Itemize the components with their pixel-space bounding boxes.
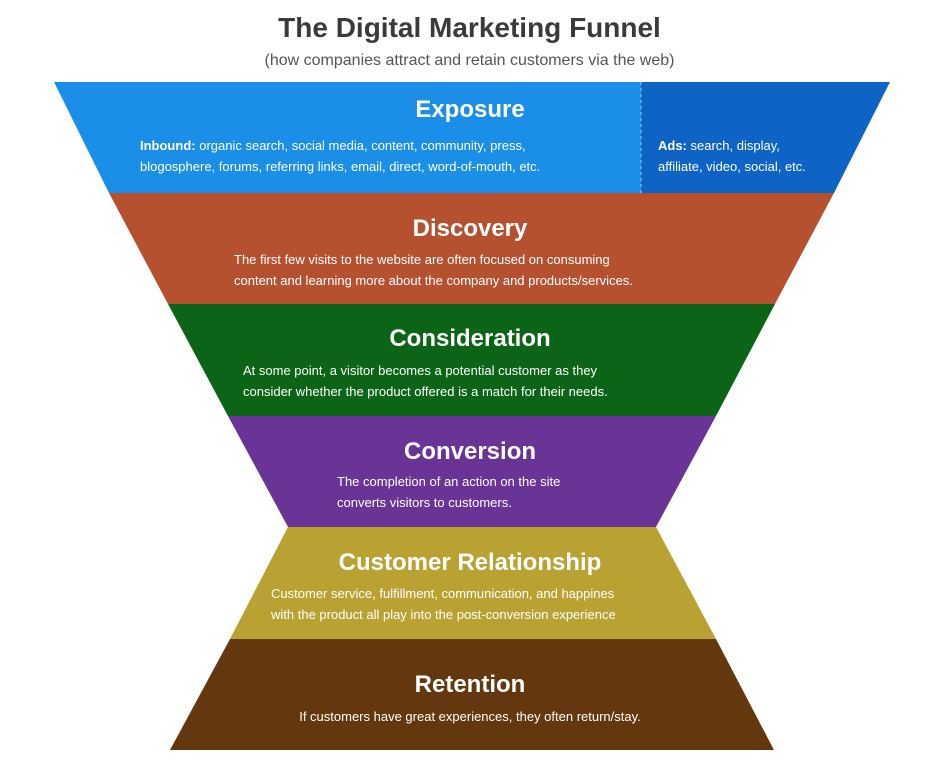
stage-customer-relationship-line-1: Customer service, fulfillment, communica… — [271, 586, 615, 601]
stage-consideration: Consideration At some point, a visitor b… — [0, 304, 939, 416]
stage-conversion: Conversion The completion of an action o… — [0, 416, 939, 527]
stage-consideration-shape — [168, 304, 775, 416]
stage-customer-relationship: Customer Relationship Customer service, … — [0, 527, 939, 639]
inbound-line-1: organic search, social media, content, c… — [199, 138, 526, 153]
stage-exposure: Exposure Inbound: organic search, social… — [0, 82, 939, 193]
page-title: The Digital Marketing Funnel — [278, 12, 661, 43]
stage-conversion-title: Conversion — [403, 438, 537, 465]
ads-line-2: affiliate, video, social, etc. — [658, 159, 806, 174]
stage-retention-title: Retention — [414, 671, 526, 698]
stage-exposure-ads-text: Ads: search, display, affiliate, video, … — [658, 135, 806, 177]
stage-retention: Retention If customers have great experi… — [0, 639, 939, 750]
inbound-line-2: blogosphere, forums, referring links, em… — [140, 159, 541, 174]
stage-conversion-line-1: The completion of an action on the site — [337, 474, 561, 489]
stage-customer-relationship-line-2: with the product all play into the post-… — [271, 607, 616, 622]
stage-consideration-text: At some point, a visitor becomes a poten… — [243, 360, 608, 402]
stage-conversion-shape — [228, 416, 716, 527]
ads-label: Ads: — [658, 138, 687, 153]
stage-conversion-text: The completion of an action on the site … — [337, 471, 560, 513]
stage-exposure-inbound-text: Inbound: organic search, social media, c… — [140, 135, 540, 177]
stage-discovery-text: The first few visits to the website are … — [234, 249, 633, 291]
stage-customer-relationship-shape — [230, 527, 716, 639]
ads-line-1: search, display, — [690, 138, 780, 153]
stage-customer-relationship-text: Customer service, fulfillment, communica… — [271, 583, 616, 625]
stage-consideration-line-2: consider whether the product offered is … — [243, 384, 608, 399]
stage-consideration-line-1: At some point, a visitor becomes a poten… — [243, 363, 598, 378]
stage-retention-shape — [170, 639, 774, 750]
stage-exposure-title: Exposure — [415, 96, 525, 123]
stage-conversion-line-2: converts visitors to customers. — [337, 495, 512, 510]
stage-retention-line-1: If customers have great experiences, the… — [299, 709, 641, 724]
stage-discovery-title: Discovery — [412, 215, 528, 242]
stage-discovery: Discovery The first few visits to the we… — [0, 193, 939, 304]
stage-discovery-line-1: The first few visits to the website are … — [234, 252, 610, 267]
stage-discovery-line-2: content and learning more about the comp… — [234, 273, 633, 288]
stage-customer-relationship-title: Customer Relationship — [338, 549, 602, 576]
stage-exposure-inbound-shape — [54, 82, 641, 193]
stage-exposure-ads-shape — [641, 82, 890, 193]
stage-discovery-shape — [109, 193, 834, 304]
inbound-label: Inbound: — [140, 138, 196, 153]
stage-retention-text: If customers have great experiences, the… — [200, 706, 740, 727]
page-subtitle: (how companies attract and retain custom… — [264, 52, 675, 69]
stage-consideration-title: Consideration — [389, 325, 551, 352]
